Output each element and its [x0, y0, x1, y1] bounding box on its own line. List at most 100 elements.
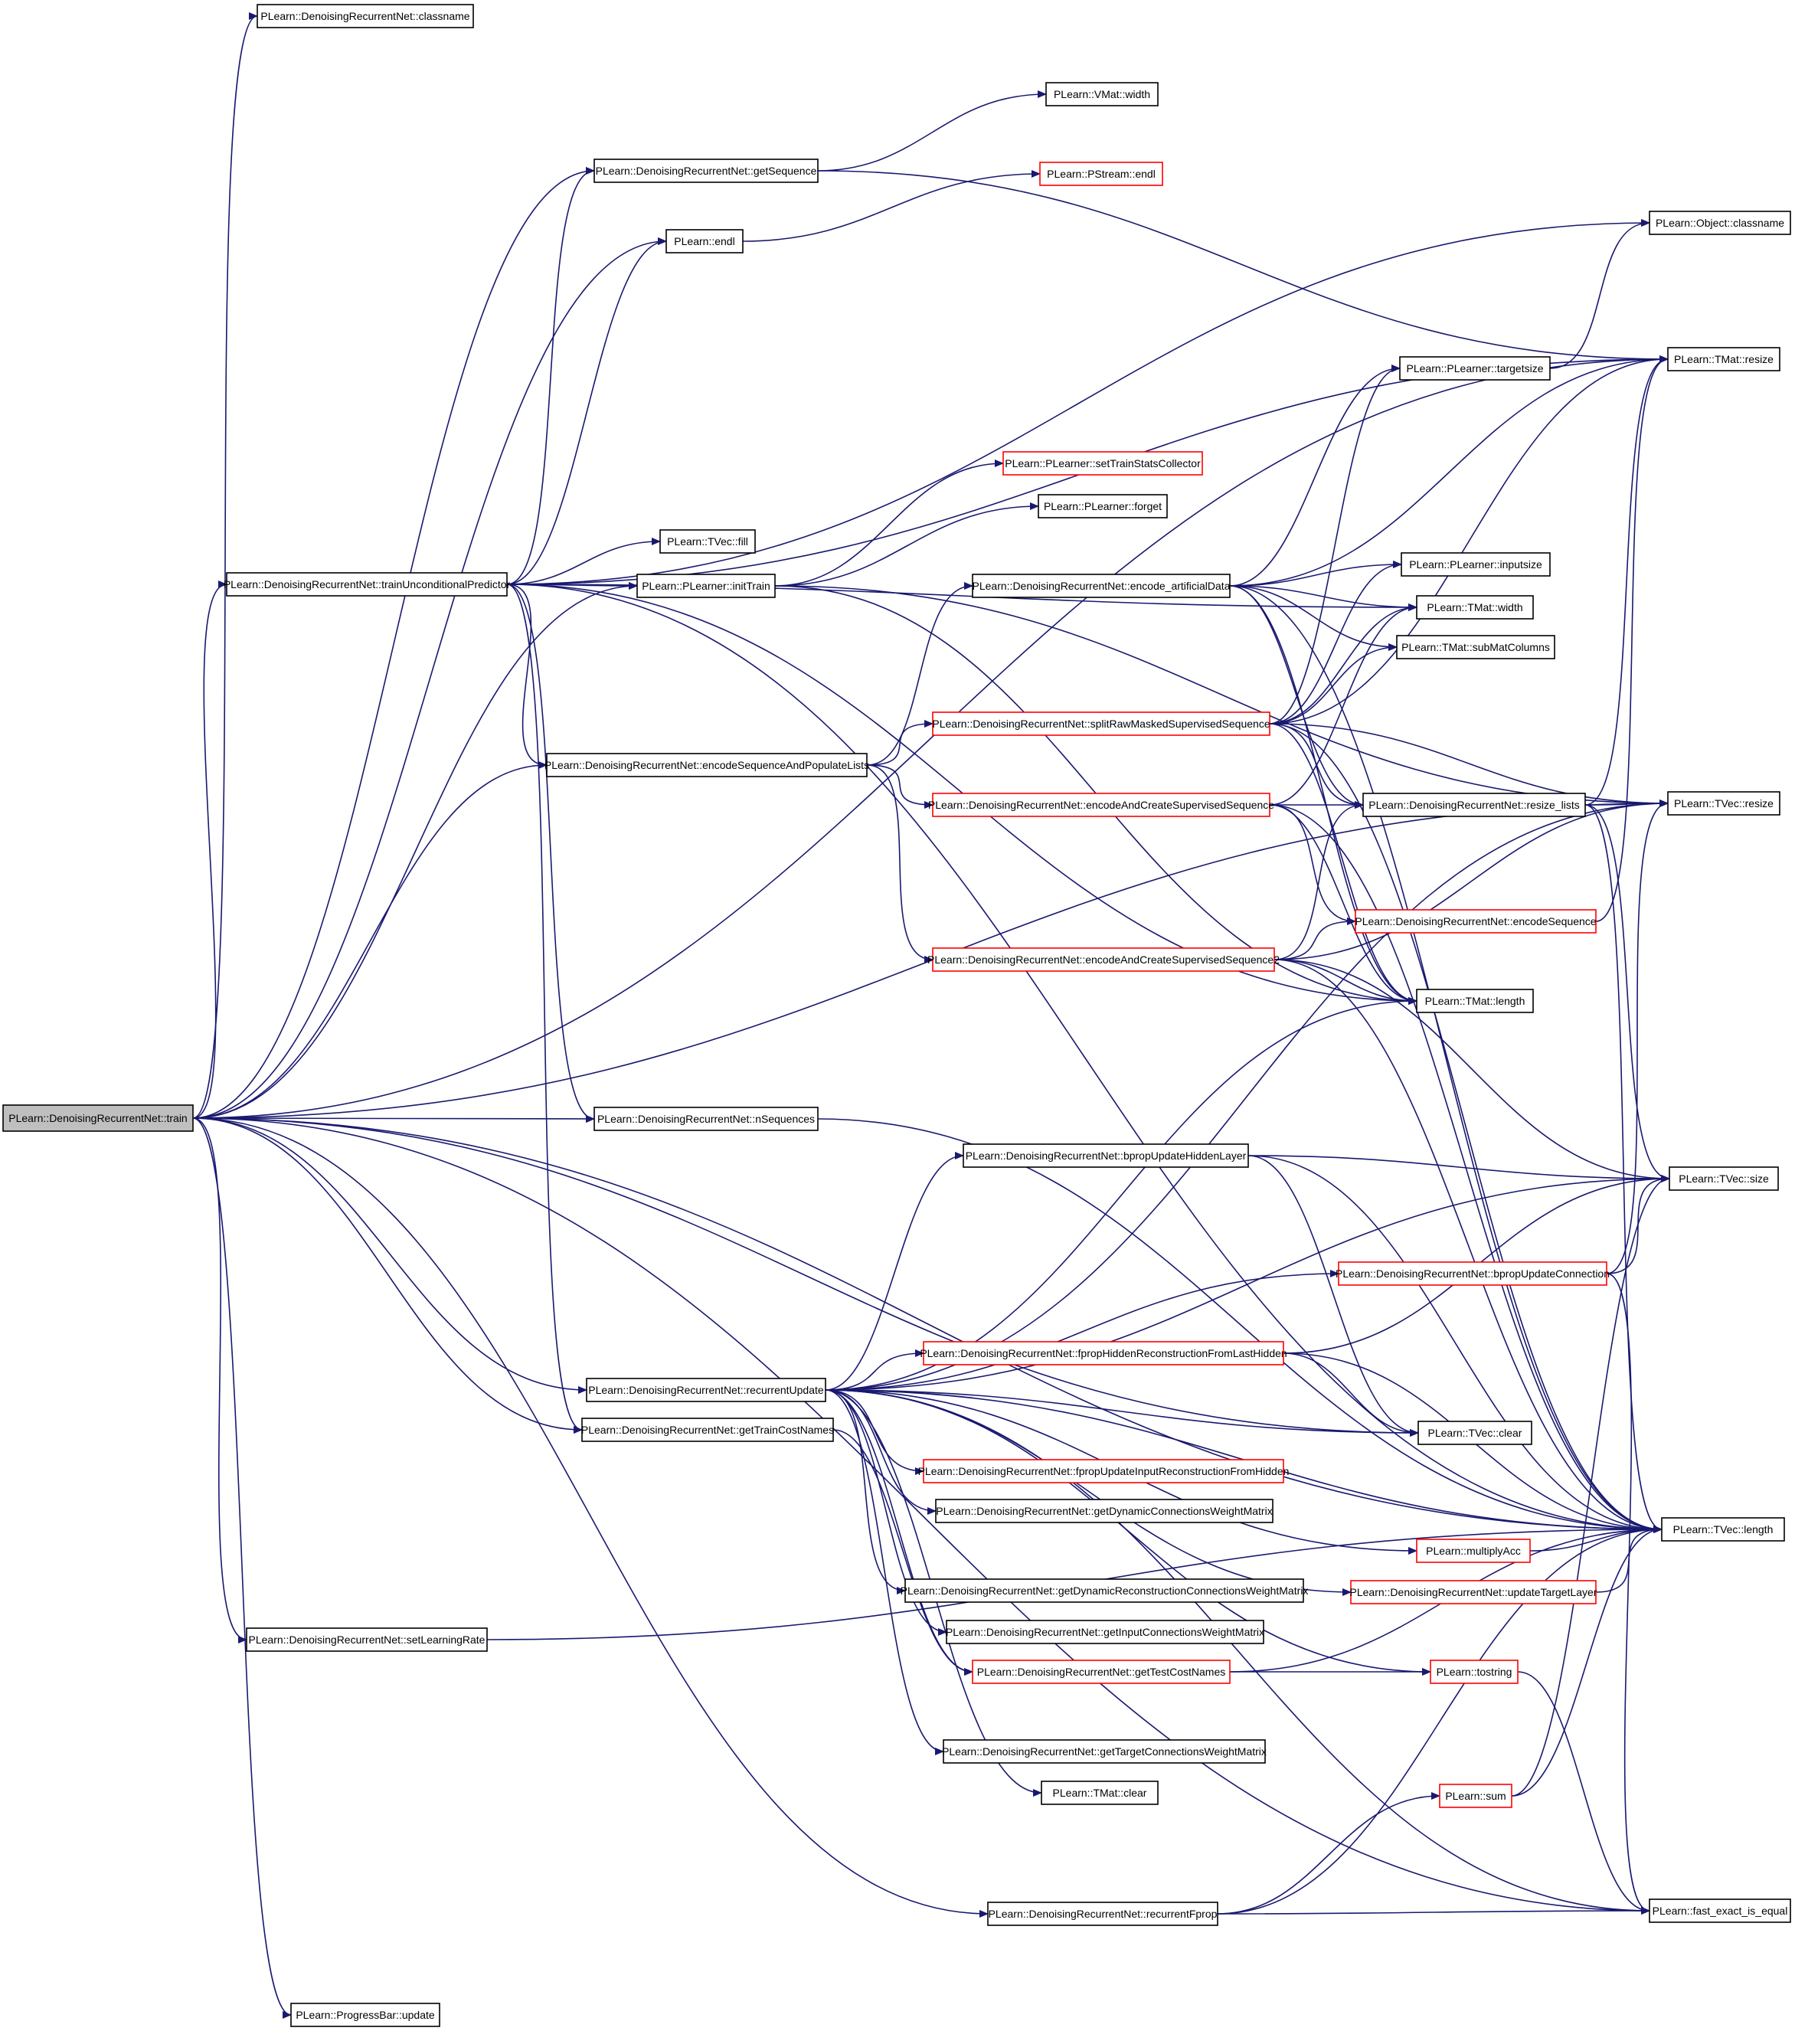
node-label: PLearn::ProgressBar::update [296, 2009, 435, 2021]
node-label: PLearn::DenoisingRecurrentNet::fpropUpda… [918, 1465, 1290, 1477]
node-fpropUpdateInputRecon[interactable]: PLearn::DenoisingRecurrentNet::fpropUpda… [918, 1459, 1290, 1483]
node-initTrain[interactable]: PLearn::PLearner::initTrain [636, 574, 776, 598]
node-tmat_resize[interactable]: PLearn::TMat::resize [1667, 347, 1780, 371]
edge-bpropUpdateHiddenLayer-to-tvec_size [1247, 1155, 1670, 1182]
edge-encode_artificialData-to-resize_lists [1229, 585, 1364, 809]
node-classname[interactable]: PLearn::DenoisingRecurrentNet::classname [257, 4, 474, 28]
node-subMatColumns[interactable]: PLearn::TMat::subMatColumns [1396, 635, 1555, 659]
node-label: PLearn::DenoisingRecurrentNet::setLearni… [249, 1634, 486, 1646]
node-tmat_length[interactable]: PLearn::TMat::length [1416, 989, 1534, 1013]
node-pstream_endl[interactable]: PLearn::PStream::endl [1039, 162, 1163, 186]
node-tvec_fill[interactable]: PLearn::TVec::fill [659, 529, 756, 554]
node-label: PLearn::DenoisingRecurrentNet::getSequen… [596, 165, 817, 177]
node-recurrentFprop[interactable]: PLearn::DenoisingRecurrentNet::recurrent… [987, 1902, 1218, 1926]
node-label: PLearn::DenoisingRecurrentNet::train [8, 1112, 187, 1124]
node-label: PLearn::TMat::length [1425, 995, 1525, 1007]
node-getDynamicWeights[interactable]: PLearn::DenoisingRecurrentNet::getDynami… [935, 1499, 1274, 1523]
node-label: PLearn::PLearner::inputsize [1409, 558, 1542, 571]
edge-splitRaw-to-tmat_length [1269, 723, 1417, 1005]
node-tvec_resize[interactable]: PLearn::TVec::resize [1667, 791, 1780, 816]
edge-encode_artificialData-to-tmat_width [1229, 585, 1417, 611]
edge-train-to-tvec_clear [192, 1117, 1419, 1437]
node-label: PLearn::DenoisingRecurrentNet::resize_li… [1368, 799, 1579, 811]
edge-resize_lists-to-tmat_resize [1584, 355, 1669, 806]
edge-train-to-tvec_length [192, 1117, 1663, 1533]
node-nSequences[interactable]: PLearn::DenoisingRecurrentNet::nSequence… [593, 1107, 819, 1131]
node-fast_exact_is_equal[interactable]: PLearn::fast_exact_is_equal [1649, 1898, 1791, 1923]
node-fpropHiddenRecon[interactable]: PLearn::DenoisingRecurrentNet::fpropHidd… [920, 1341, 1287, 1365]
edge-initTrain-to-setTrainStatsCollector [774, 459, 1004, 587]
edge-splitRaw-to-tvec_length [1269, 723, 1663, 1533]
edge-initTrain-to-tvec_resize [774, 585, 1669, 807]
node-label: PLearn::DenoisingRecurrentNet::getDynami… [936, 1505, 1272, 1517]
node-tmat_width[interactable]: PLearn::TMat::width [1416, 595, 1534, 620]
node-tmat_clear[interactable]: PLearn::TMat::clear [1041, 1781, 1159, 1805]
edge-encodeAndCreate2-to-tmat_length [1274, 959, 1417, 1005]
edge-train-to-trainUnconditionalPredictor [192, 580, 227, 1119]
node-encodeAndCreate[interactable]: PLearn::DenoisingRecurrentNet::encodeAnd… [928, 793, 1274, 817]
node-recurrentUpdate[interactable]: PLearn::DenoisingRecurrentNet::recurrent… [586, 1378, 826, 1402]
edge-fpropHiddenRecon-to-tvec_clear [1283, 1352, 1419, 1437]
node-tvec_length[interactable]: PLearn::TVec::length [1661, 1517, 1785, 1542]
edge-trainUnconditionalPredictor-to-endl [506, 237, 667, 585]
edge-tostring-to-fast_exact_is_equal [1517, 1671, 1650, 1915]
node-label: PLearn::DenoisingRecurrentNet::encodeAnd… [928, 799, 1274, 811]
node-getDynamicReconWeights[interactable]: PLearn::DenoisingRecurrentNet::getDynami… [901, 1578, 1309, 1603]
node-sum[interactable]: PLearn::sum [1439, 1784, 1512, 1808]
nodes-layer: PLearn::DenoisingRecurrentNet::trainPLea… [2, 4, 1791, 2027]
node-targetsize[interactable]: PLearn::PLearner::targetsize [1399, 356, 1551, 381]
edge-splitRaw-to-subMatColumns [1269, 643, 1398, 724]
node-label: PLearn::DenoisingRecurrentNet::getTestCo… [977, 1666, 1226, 1678]
node-vmat_width[interactable]: PLearn::VMat::width [1045, 82, 1159, 106]
node-label: PLearn::multiplyAcc [1426, 1545, 1521, 1557]
node-label: PLearn::DenoisingRecurrentNet::getInputC… [946, 1626, 1264, 1638]
node-label: PLearn::DenoisingRecurrentNet::getTrainC… [581, 1424, 834, 1436]
edge-train-to-fast_exact_is_equal [192, 1117, 1650, 1915]
node-setLearningRate[interactable]: PLearn::DenoisingRecurrentNet::setLearni… [246, 1627, 488, 1652]
node-getTestCostNames[interactable]: PLearn::DenoisingRecurrentNet::getTestCo… [972, 1660, 1231, 1684]
edge-trainUnconditionalPredictor-to-nSequences [506, 584, 595, 1123]
node-progressbar_update[interactable]: PLearn::ProgressBar::update [290, 2003, 440, 2027]
node-splitRaw[interactable]: PLearn::DenoisingRecurrentNet::splitRawM… [932, 711, 1270, 736]
edge-targetsize-to-object_classname [1549, 219, 1650, 369]
edge-encode_artificialData-to-targetsize [1229, 365, 1401, 587]
node-setTrainStatsCollector[interactable]: PLearn::PLearner::setTrainStatsCollector [1002, 451, 1203, 476]
node-encodeSequenceAndPopulateLists[interactable]: PLearn::DenoisingRecurrentNet::encodeSeq… [544, 753, 869, 777]
node-forget[interactable]: PLearn::PLearner::forget [1038, 494, 1168, 518]
node-encodeSequence[interactable]: PLearn::DenoisingRecurrentNet::encodeSeq… [1355, 909, 1597, 934]
node-bpropUpdateConnection[interactable]: PLearn::DenoisingRecurrentNet::bpropUpda… [1336, 1261, 1610, 1286]
node-getInputWeights[interactable]: PLearn::DenoisingRecurrentNet::getInputC… [946, 1620, 1264, 1644]
edge-encodeSequenceAndPopulateLists-to-encodeAndCreate [866, 764, 933, 809]
node-updateTargetLayer[interactable]: PLearn::DenoisingRecurrentNet::updateTar… [1350, 1580, 1597, 1604]
node-train[interactable]: PLearn::DenoisingRecurrentNet::train [2, 1104, 194, 1132]
node-bpropUpdateHiddenLayer[interactable]: PLearn::DenoisingRecurrentNet::bpropUpda… [963, 1143, 1249, 1168]
node-object_classname[interactable]: PLearn::Object::classname [1649, 211, 1791, 235]
edge-recurrentUpdate-to-tvec_size [825, 1175, 1670, 1391]
node-label: PLearn::TMat::clear [1053, 1787, 1147, 1799]
node-getSequence[interactable]: PLearn::DenoisingRecurrentNet::getSequen… [593, 159, 819, 183]
node-resize_lists[interactable]: PLearn::DenoisingRecurrentNet::resize_li… [1362, 793, 1586, 817]
node-tostring[interactable]: PLearn::tostring [1430, 1660, 1519, 1684]
node-trainUnconditionalPredictor[interactable]: PLearn::DenoisingRecurrentNet::trainUnco… [224, 572, 511, 597]
edge-encodeAndCreate2-to-tvec_resize [1274, 800, 1669, 960]
node-encodeAndCreate2[interactable]: PLearn::DenoisingRecurrentNet::encodeAnd… [927, 947, 1280, 972]
node-getTargetWeights[interactable]: PLearn::DenoisingRecurrentNet::getTarget… [942, 1739, 1267, 1764]
node-label: PLearn::sum [1445, 1790, 1506, 1802]
node-getTrainCostNames[interactable]: PLearn::DenoisingRecurrentNet::getTrainC… [581, 1418, 834, 1442]
edge-recurrentUpdate-to-updateTargetLayer [825, 1389, 1352, 1596]
edge-sum-to-tvec_size [1511, 1175, 1670, 1797]
node-inputsize[interactable]: PLearn::PLearner::inputsize [1401, 552, 1551, 577]
node-label: PLearn::TVec::fill [667, 535, 748, 548]
edge-recurrentFprop-to-tvec_length [1217, 1526, 1663, 1915]
node-label: PLearn::DenoisingRecurrentNet::fpropHidd… [920, 1347, 1287, 1359]
node-label: PLearn::TMat::width [1427, 601, 1522, 613]
node-encode_artificialData[interactable]: PLearn::DenoisingRecurrentNet::encode_ar… [972, 574, 1231, 598]
edge-train-to-encodeSequenceAndPopulateLists [192, 761, 548, 1119]
node-endl[interactable]: PLearn::endl [665, 229, 744, 253]
node-tvec_size[interactable]: PLearn::TVec::size [1669, 1166, 1779, 1191]
node-label: PLearn::DenoisingRecurrentNet::getTarget… [942, 1745, 1267, 1758]
node-multiplyAcc[interactable]: PLearn::multiplyAcc [1416, 1539, 1531, 1563]
edge-resize_lists-to-tvec_length [1584, 804, 1663, 1533]
node-tvec_clear[interactable]: PLearn::TVec::clear [1417, 1421, 1532, 1445]
edge-encodeSequenceAndPopulateLists-to-encode_artificialData [866, 582, 973, 766]
